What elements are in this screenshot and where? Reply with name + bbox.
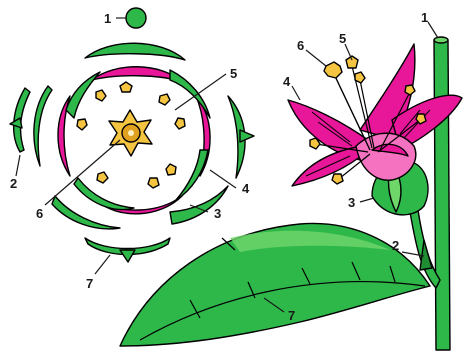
stamen-8 (96, 90, 106, 101)
stamen-6 (97, 172, 108, 183)
sepal-left (34, 86, 52, 166)
anther-1 (346, 56, 358, 68)
stamen-5 (148, 178, 159, 188)
label-sepal: 3 (214, 206, 221, 221)
label-flower-stamen: 5 (339, 31, 346, 46)
bract-bottom-tip (120, 250, 135, 262)
label-axis: 1 (104, 11, 111, 26)
stamen-1 (120, 82, 132, 92)
stamen-7 (77, 119, 87, 130)
leader-flower-stem (428, 22, 438, 38)
leader-flower-calyx (360, 198, 374, 202)
inner-whorl-right (176, 150, 208, 200)
label-flower-stem: 1 (421, 10, 428, 25)
stamen-3 (175, 118, 185, 129)
leader-flower-pistil (306, 50, 326, 66)
anther-2 (355, 72, 365, 83)
label-stamen: 5 (230, 66, 237, 81)
leader-petal (210, 170, 236, 188)
pistil-dot (128, 130, 134, 136)
label-flower-pistil: 6 (297, 38, 304, 53)
pistil-center (109, 110, 152, 156)
leader-bract-bottom (95, 255, 110, 274)
stamen-4 (166, 164, 176, 175)
sepal-bottom-left (52, 196, 120, 229)
leader-pistil (45, 140, 120, 205)
anther-3 (405, 85, 415, 95)
stem (434, 40, 450, 350)
flower-illustration: 1 6 5 4 3 2 7 (120, 10, 462, 350)
label-petal: 4 (242, 181, 250, 196)
label-flower-bract: 2 (392, 238, 399, 253)
label-pistil: 6 (36, 206, 43, 221)
sepal-right-tip (240, 130, 254, 142)
anther-6 (332, 174, 343, 184)
sepal-top (85, 43, 185, 60)
label-flower-petal: 4 (283, 74, 291, 89)
stem-top (434, 37, 448, 43)
inner-whorl-left (66, 72, 100, 118)
label-flower-calyx: 3 (348, 195, 355, 210)
label-bract-left: 2 (10, 176, 17, 191)
label-bract-bottom: 7 (86, 276, 93, 291)
leader-bract-left (16, 155, 20, 176)
axis-dot (126, 8, 146, 28)
petal-top (92, 67, 182, 82)
stamen-2 (159, 94, 170, 105)
stigma (324, 62, 342, 78)
leader-flower-petal (292, 86, 300, 100)
label-flower-leaf: 7 (288, 308, 295, 323)
